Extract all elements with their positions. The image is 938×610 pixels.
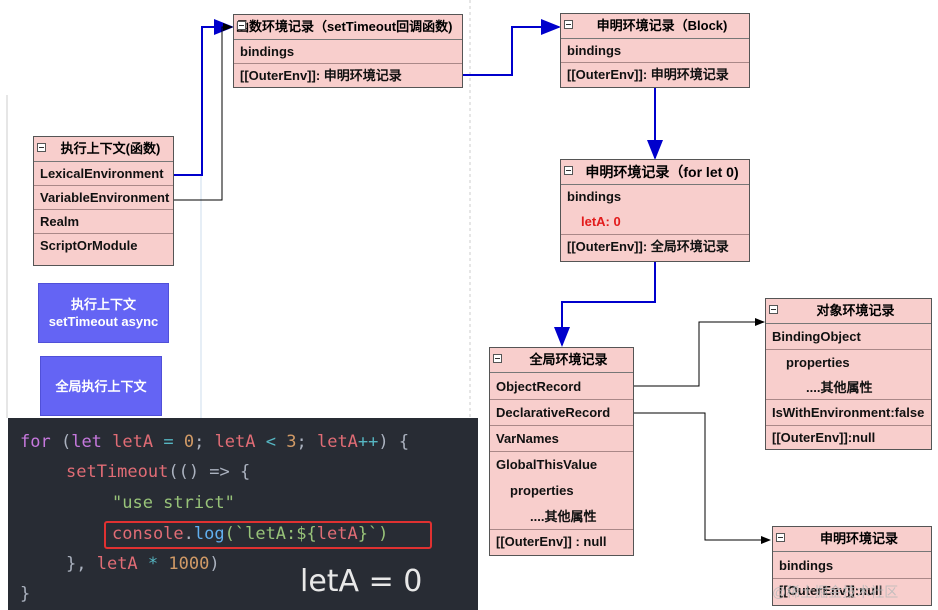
block-env-record-box: 申明环境记录（Block) bindings [[OuterEnv]]: 申明环… [560, 13, 750, 88]
object-env-other-props: ....其他属性 [766, 375, 931, 400]
code-line-6: } [20, 584, 31, 604]
for-let-env-bindings: bindings [567, 189, 622, 204]
for-let-env-title: 申明环境记录（for let 0) [585, 164, 739, 180]
global-env-other-props: ....其他属性 [490, 504, 633, 530]
code-line-3: "use strict" [112, 493, 235, 513]
for-let-env-record-box: 申明环境记录（for let 0) bindings letA: 0 [[Out… [560, 159, 750, 262]
code-output: letA = 0 [300, 564, 423, 599]
object-env-bindingobject: BindingObject [766, 324, 931, 350]
object-env-iswith: IsWithEnvironment:false [766, 400, 931, 426]
collapse-icon[interactable] [769, 305, 778, 314]
code-snippet: for (let letA = 0; letA < 3; letA++) { s… [8, 418, 478, 610]
execution-context-box: 执行上下文(函数) LexicalEnvironment VariableEnv… [33, 136, 174, 266]
for-let-env-outer: [[OuterEnv]]: 全局环境记录 [567, 239, 729, 254]
block-env-title: 申明环境记录（Block) [596, 18, 728, 33]
global-context-block: 全局执行上下文 [40, 356, 162, 416]
object-env-title: 对象环境记录 [816, 303, 895, 318]
global-env-globalthis: GlobalThisValue [496, 457, 598, 472]
exec-context-title: 执行上下文(函数) [60, 141, 161, 156]
global-env-record-box: 全局环境记录 ObjectRecord DeclarativeRecord Va… [489, 347, 634, 556]
global-env-outer: [[OuterEnv]] : null [496, 534, 607, 549]
declarative-env-outer: [[OuterEnv]]:null [779, 583, 883, 598]
declarative-env-record-box: 申明环境记录 bindings [[OuterEnv]]:null [772, 526, 932, 606]
declrecord-to-decl-env-arrow [634, 412, 771, 544]
object-env-record-box: 对象环境记录 BindingObject properties ....其他属性… [765, 298, 932, 450]
declarative-env-bindings: bindings [773, 552, 931, 579]
exec-row-realm: Realm [34, 210, 173, 234]
lexical-to-func-arrow [174, 19, 234, 176]
object-env-properties: properties [786, 355, 850, 370]
collapse-icon[interactable] [493, 354, 502, 363]
exec-row-variable: VariableEnvironment [34, 186, 173, 210]
global-env-properties: properties [510, 483, 574, 498]
global-env-declarativerecord: DeclarativeRecord [490, 400, 633, 426]
global-env-title: 全局环境记录 [529, 352, 608, 367]
block-env-bindings: bindings [561, 39, 749, 63]
code-line-2: setTimeout(() => { [66, 462, 251, 482]
console-log-highlight [104, 521, 432, 549]
exec-row-script: ScriptOrModule [40, 238, 138, 253]
function-env-bindings: bindings [234, 40, 462, 64]
collapse-icon[interactable] [237, 21, 246, 30]
function-env-title: 函数环境记录（setTimeout回调函数) [236, 19, 453, 34]
collapse-icon[interactable] [37, 143, 46, 152]
object-env-outer: [[OuterEnv]]:null [772, 430, 876, 445]
global-env-varnames: VarNames [490, 426, 633, 452]
collapse-icon[interactable] [564, 20, 573, 29]
watermark: @稀土掘金技术社区 [772, 584, 899, 600]
global-env-objectrecord: ObjectRecord [490, 373, 633, 400]
collapse-icon[interactable] [776, 533, 785, 542]
settimeout-context-line1: 执行上下文 [70, 297, 136, 312]
code-line-5: }, letA * 1000) [66, 554, 220, 574]
global-context-label: 全局执行上下文 [55, 378, 147, 394]
declarative-env-title: 申明环境记录 [819, 531, 898, 546]
collapse-icon[interactable] [564, 166, 573, 175]
code-line-1: for (let letA = 0; letA < 3; letA++) { [20, 432, 410, 452]
exec-row-lexical: LexicalEnvironment [34, 162, 173, 186]
for-to-global-arrow [554, 262, 656, 347]
for-let-env-leta: letA: 0 [561, 210, 749, 235]
function-env-outer: [[OuterEnv]]: 申明环境记录 [240, 68, 402, 83]
settimeout-context-line2: setTimeout async [48, 314, 159, 329]
settimeout-context-block: 执行上下文 setTimeout async [38, 283, 169, 343]
block-env-outer: [[OuterEnv]]: 申明环境记录 [567, 67, 729, 82]
code-line-4: console.log(`letA:${letA}`) [112, 524, 389, 544]
function-env-record-box: 函数环境记录（setTimeout回调函数) bindings [[OuterE… [233, 14, 463, 88]
objectrecord-to-object-env-arrow [634, 318, 765, 387]
variable-to-func-arrow [174, 23, 233, 201]
func-to-block-arrow [463, 19, 561, 76]
